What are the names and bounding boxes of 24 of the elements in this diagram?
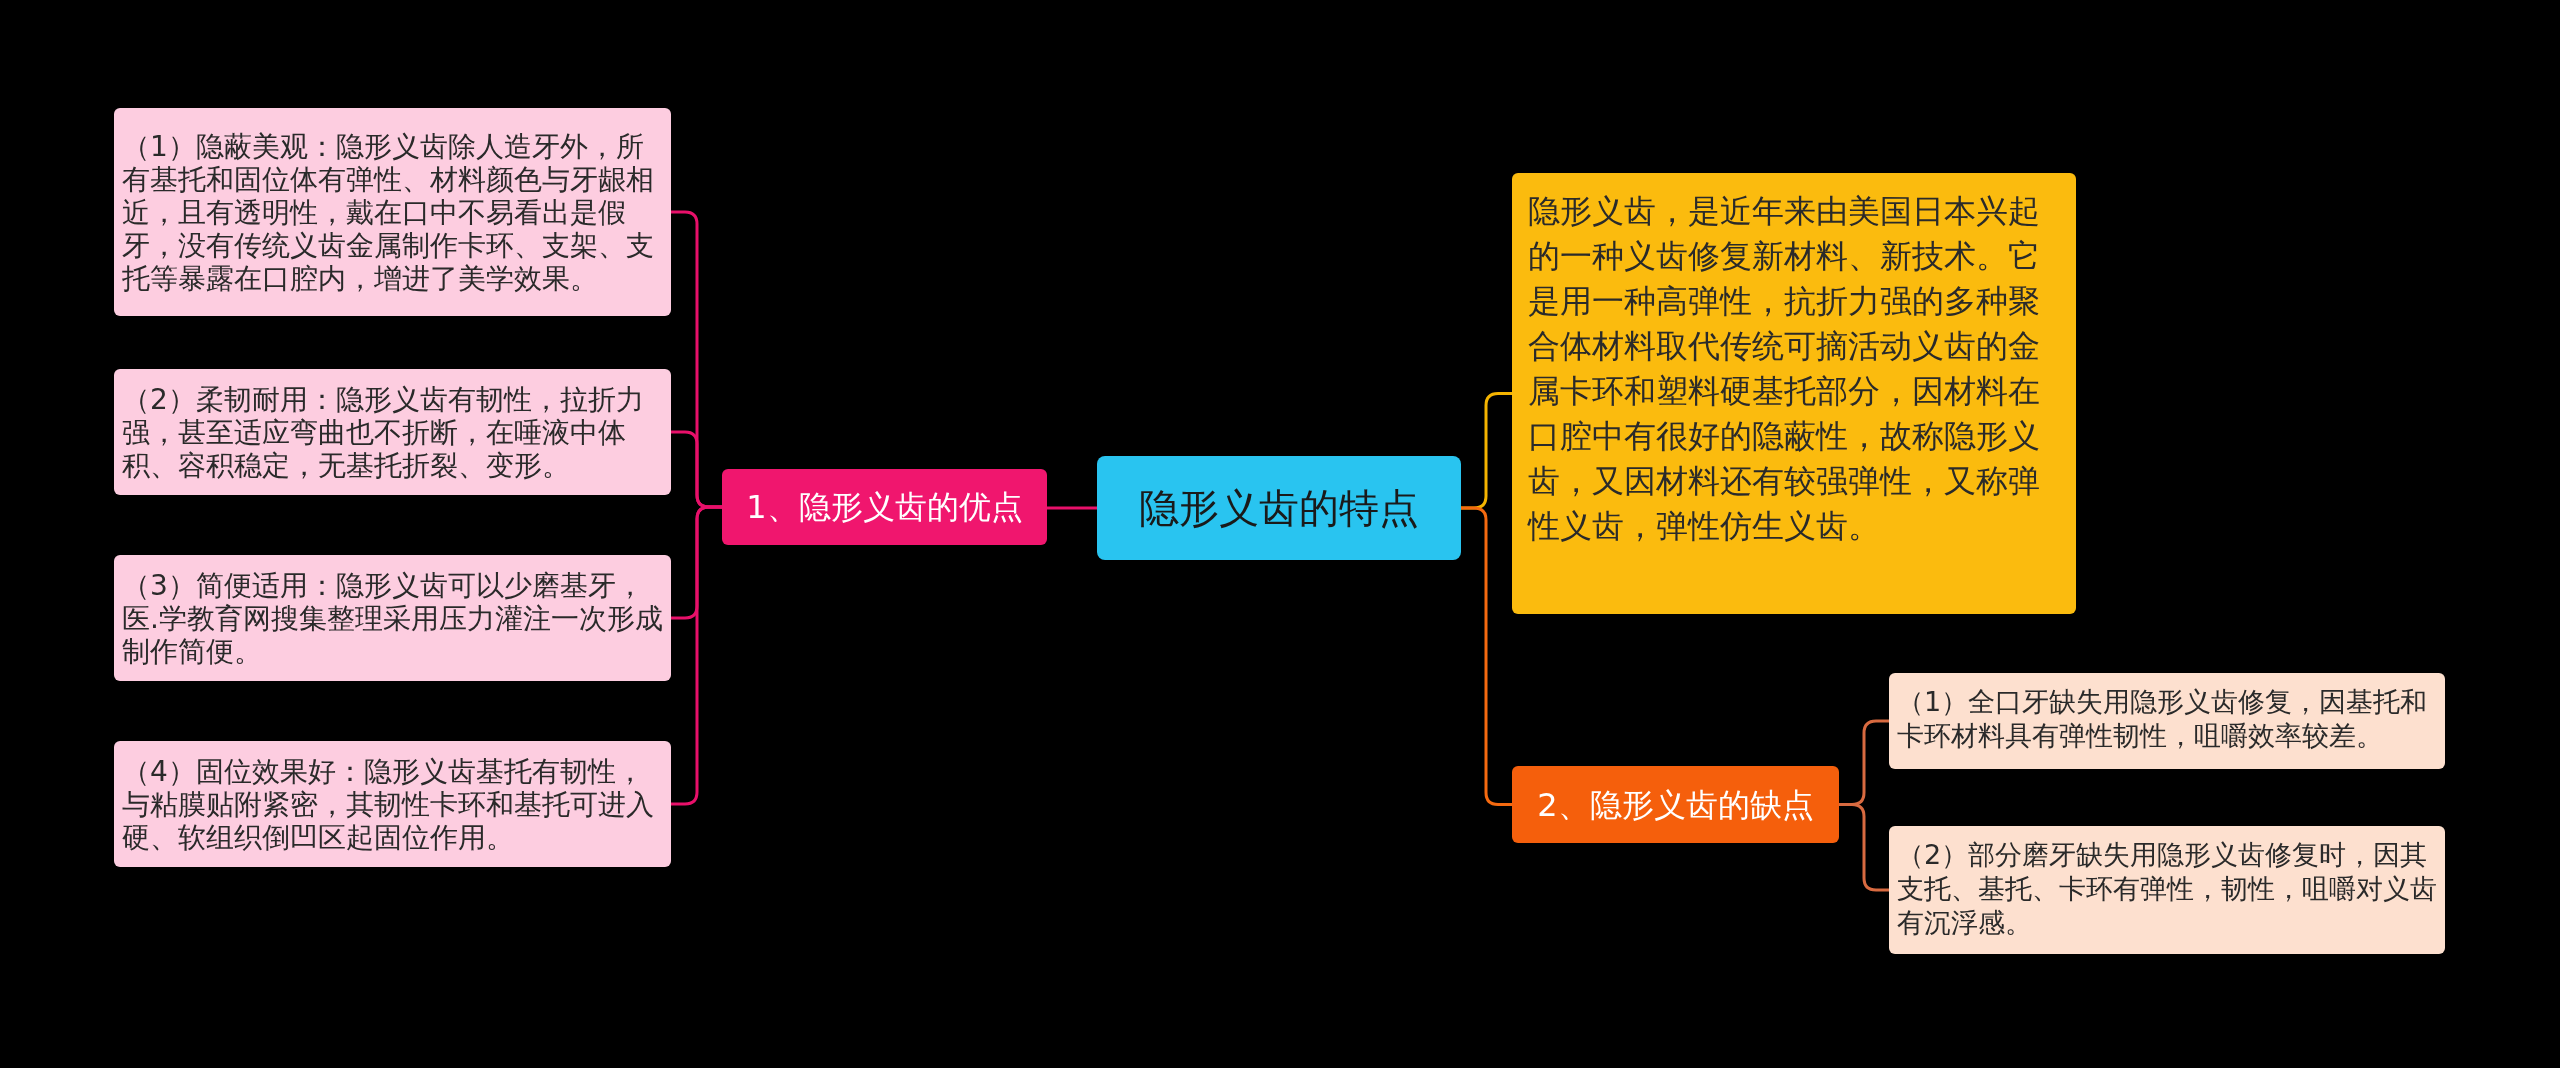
connector-line: [1047, 506, 1097, 510]
branch-box: [1512, 766, 1839, 843]
node-text: （1）全口牙缺失用隐形义齿修复，因基托和卡环材料具有弹性韧性，咀嚼效率较差。: [1897, 686, 2428, 751]
note-box: [114, 108, 671, 316]
node-text: 2、隐形义齿的缺点: [1537, 784, 1814, 826]
branch-box: [722, 469, 1047, 545]
node-text: 1、隐形义齿的优点: [746, 487, 1023, 528]
node-text: （3）简便适用：隐形义齿可以少磨基牙，医.学教育网搜集整理采用压力灌注一次形成制作简便。: [122, 568, 663, 668]
topic-box: [1097, 456, 1461, 560]
connector-line: [1461, 506, 1512, 806]
summary-box: [1512, 173, 2076, 614]
node-text: 隐形义齿，是近年来由美国日本兴起的一种义齿修复新材料、新技术。它是用一种高弹性，抗折力强的多种聚合体材料取代传统可摘活动义齿的金属卡环和塑料硬基托部分，因材料在口腔中有很好的隐蔽性，故称隐形义齿，又因材料还有较强弹性，又称弹性义齿，弹性仿生义齿。: [1528, 192, 2040, 545]
node-text: （1）隐蔽美观：隐形义齿除人造牙外，所有基托和固位体有弹性、材料颜色与牙龈相近，且有透明性，戴在口中不易看出是假牙，没有传统义齿金属制作卡环、支架、支托等暴露在口腔内，增进了美学效果。: [122, 129, 655, 295]
node-text: 隐形义齿的特点: [1139, 484, 1419, 533]
node-text: （2）部分磨牙缺失用隐形义齿修复时，因其支托、基托、卡环有弹性，韧性，咀嚼对义齿有沉浮感。: [1897, 839, 2437, 938]
node-text: （2）柔韧耐用：隐形义齿有韧性，拉折力强，甚至适应弯曲也不折断，在唾液中体积、容积稳定，无基托折裂、变形。: [122, 382, 645, 482]
connector-line: [671, 505, 722, 806]
node-text: （4）固位效果好：隐形义齿基托有韧性，与粘膜贴附紧密，其韧性卡环和基托可进入硬、软组织倒凹区起固位作用。: [122, 754, 655, 854]
note-box: [114, 741, 671, 867]
note-box: [114, 369, 671, 495]
note-box: [1889, 673, 2445, 769]
connector-line: [1839, 803, 1889, 892]
note-box: [114, 555, 671, 681]
note-box: [1889, 826, 2445, 954]
